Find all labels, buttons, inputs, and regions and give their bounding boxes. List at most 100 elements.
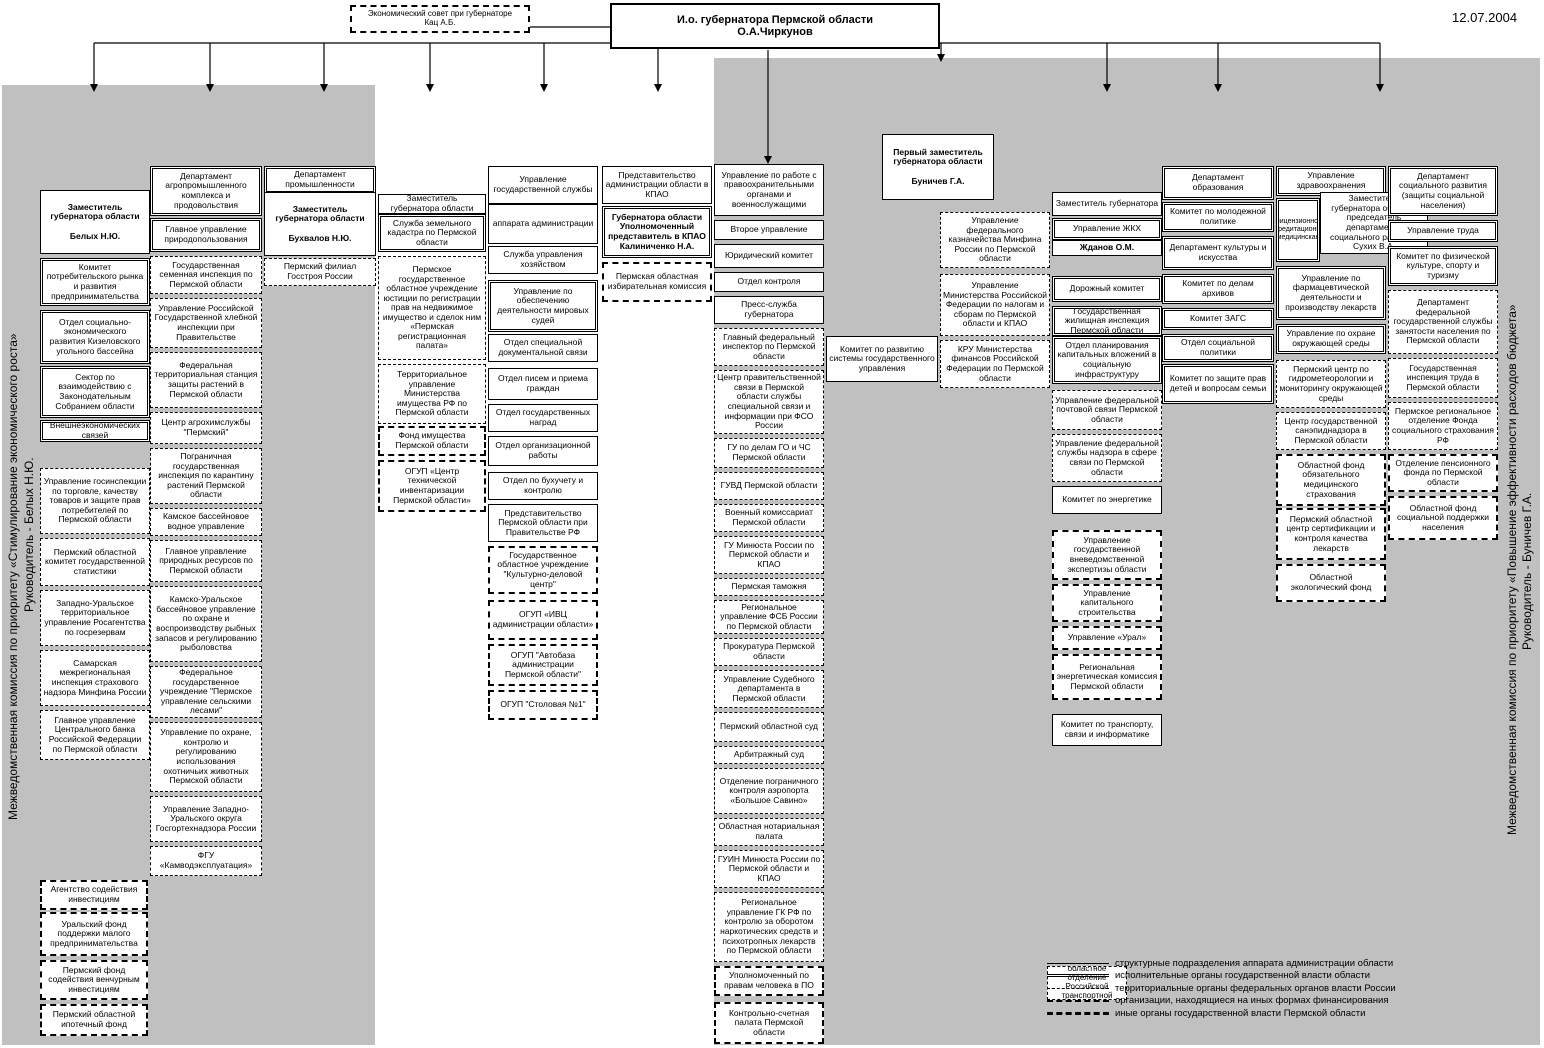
org-box: Уполномоченный по правам человека в ПО [714, 966, 824, 996]
deputy-box: Заместитель губернатора области [378, 194, 486, 214]
org-box: ОГУП «Центр технической инвентаризации П… [378, 460, 486, 512]
org-box: Сектор по взаимодействию с Законодательн… [40, 366, 150, 418]
org-box: Контрольно-счетная палата Пермской облас… [714, 1002, 824, 1044]
org-box: Департамент промышленности [264, 166, 376, 194]
left-commission-title: Межведомственная комиссия по приоритету … [6, 333, 20, 820]
left-commission-head: Руководитель - Белых Н.Ю. [22, 457, 36, 612]
org-box: Служба земельного кадастра по Пермской о… [378, 214, 486, 252]
org-box: Пермский областной центр сертификации и … [1276, 508, 1386, 560]
org-box: ОГУП "Столовая №1" [488, 690, 598, 720]
org-box: Управление по фармацевтической деятельно… [1276, 266, 1386, 320]
org-box: Второе управление [714, 220, 824, 240]
org-box: Пермский областной ипотечный фонд [40, 1004, 148, 1036]
org-box: Департамент культуры и искусства [1162, 236, 1274, 270]
document-date: 12.07.2004 [1452, 10, 1518, 25]
org-box: Управление «Урал» [1052, 626, 1162, 650]
org-box: Центр правительственной связи в Пермской… [714, 370, 824, 434]
org-box: КРУ Министерства финансов Российской Фед… [940, 340, 1050, 388]
org-box: Центр государственной санэпиднадзора в П… [1276, 412, 1386, 450]
org-box: Государственная жилищная инспекция Пермс… [1052, 306, 1162, 336]
org-box: Губернатора области Уполномоченный предс… [602, 206, 712, 258]
first-deputy-bunichev: Первый заместитель губернатора области Б… [882, 134, 994, 200]
org-box: Управление Судебного департамента в Перм… [714, 670, 824, 708]
org-box: Главное управление природопользования [150, 218, 262, 252]
org-box: Пермский филиал Госстроя России [264, 258, 376, 286]
org-box: ФГУ «Камводэксплуатация» [150, 846, 262, 876]
org-box: Пермский областной комитет государственн… [40, 538, 150, 586]
org-box: лицензионно-аккредитационная медицинская [1276, 198, 1320, 262]
org-box: Комитет по молодежной политике [1162, 202, 1274, 232]
org-box: Федеральная территориальная станция защи… [150, 352, 262, 408]
economic-council-box: Экономический совет при губернаторе Кац … [350, 5, 530, 33]
org-box: Самарская межрегиональная инспекция стра… [40, 650, 150, 706]
org-box: Отдел специальной документальной связи [488, 334, 598, 362]
org-box: Управление Министерства Российской Федер… [940, 274, 1050, 336]
org-box: Региональная энергетическая комиссия Пер… [1052, 654, 1162, 700]
org-box: ГУВД Пермской области [714, 472, 824, 500]
org-box: Представительство администрации области … [602, 166, 712, 204]
legend-label: территориальные органы федеральных орган… [1115, 983, 1396, 994]
org-box: Отдел писем и приема граждан [488, 368, 598, 400]
org-box: Управление государственной службы [488, 166, 598, 204]
deputy-zhdanov: Жданов О.М. [1052, 240, 1162, 256]
org-box: Главное управление Центрального банка Ро… [40, 710, 150, 760]
org-box: Управление государственной вневедомствен… [1052, 530, 1162, 580]
governor-box: И.о. губернатора Пермской области О.А.Чи… [610, 3, 940, 49]
committee-state-governance: Комитет по развитию системы государствен… [826, 336, 938, 382]
org-box: Отделение пограничного контроля аэропорт… [714, 768, 824, 814]
org-box: Федеральное государственное учреждение "… [150, 666, 262, 718]
org-box: ОГУП "Автобаза администрации Пермской об… [488, 644, 598, 686]
legend-row: структурные подразделения аппарата админ… [1047, 958, 1393, 969]
org-box: Главный федеральный инспектор по Пермско… [714, 328, 824, 366]
org-box: Служба управления хозяйством [488, 246, 598, 274]
org-box: Комитет ЗАГС [1162, 308, 1274, 330]
legend-label: исполнительные органы государственной вл… [1115, 970, 1371, 981]
org-box: Управление по работе с правоохранительны… [714, 164, 824, 216]
org-box: Камско-Уральское бассейновое управление … [150, 586, 262, 662]
right-commission-title: Межведомственная комиссия по приоритету … [1505, 304, 1519, 835]
legend-row: иные органы государственной власти Пермс… [1047, 1008, 1365, 1019]
org-box: Государственная инспекция труда в Пермск… [1388, 358, 1498, 398]
org-box: Управление федеральной почтовой связи Пе… [1052, 390, 1162, 430]
org-box: Дорожный комитет [1052, 276, 1162, 302]
org-box: Областной фонд обязательного медицинског… [1276, 454, 1386, 506]
legend-row: территориальные органы федеральных орган… [1047, 983, 1396, 994]
deputy-box: Заместитель губернатора [1052, 192, 1162, 216]
org-box: Комитет по энергетике [1052, 486, 1162, 514]
org-box: Управление по обеспечению деятельности м… [488, 280, 598, 332]
org-box: Отдел по бухучету и контролю [488, 472, 598, 500]
org-box: ГУИН Минюста России по Пермской области … [714, 850, 824, 888]
org-box: Уральский фонд поддержки малого предприн… [40, 912, 148, 956]
org-box: Департамент образования [1162, 166, 1274, 200]
deputy-belykh: Заместитель губернатора области Белых Н.… [40, 190, 150, 254]
org-box: Пермский областной суд [714, 712, 824, 742]
legend-label: организации, находящиеся на иных формах … [1115, 995, 1389, 1006]
org-box: Областной экологический фонд [1276, 564, 1386, 602]
org-box: Пермское государственное областное учреж… [378, 256, 486, 360]
org-box: Управление труда [1388, 220, 1498, 242]
org-box: Региональное управление ФСБ России по Пе… [714, 600, 824, 634]
org-box: Государственная семенная инспекция по Пе… [150, 256, 262, 294]
org-box: Комитет по транспорту, связи и информати… [1052, 714, 1162, 746]
org-box: аппарата администрации [488, 204, 598, 244]
org-box: Комитет потребительского рынка и развити… [40, 258, 150, 306]
org-box: Областная нотариальная палата [714, 818, 824, 846]
org-box: Пермское региональное отделение Фонда со… [1388, 402, 1498, 450]
org-box: Управление Западно-Уральского округа Гос… [150, 796, 262, 842]
org-box: Государственное областное учреждение "Ку… [488, 546, 598, 594]
legend-row: исполнительные органы государственной вл… [1047, 970, 1370, 981]
org-box: Управление федерального казначейства Мин… [940, 212, 1050, 268]
org-box: ГУ по делам ГО и ЧС Пермской области [714, 438, 824, 468]
org-box: Управление Российской Государственной хл… [150, 298, 262, 348]
org-box: Агентство содействия инвестициям [40, 880, 148, 910]
org-box: Внешнеэкономических связей [40, 420, 150, 442]
org-box: Департамент агропромышленного комплекса … [150, 166, 262, 216]
org-box: Пермская таможня [714, 578, 824, 596]
org-box: Юридический комитет [714, 244, 824, 268]
org-box: Управление по охране окружающей среды [1276, 324, 1386, 354]
org-box: Главное управление природных ресурсов по… [150, 540, 262, 582]
org-box: Управление госинспекции по торговле, кач… [40, 468, 150, 534]
legend-label: структурные подразделения аппарата админ… [1115, 958, 1394, 969]
legend-label: иные органы государственной власти Пермс… [1115, 1008, 1366, 1019]
overlap-box: Пермское областное отделение Российской … [1047, 966, 1127, 1000]
